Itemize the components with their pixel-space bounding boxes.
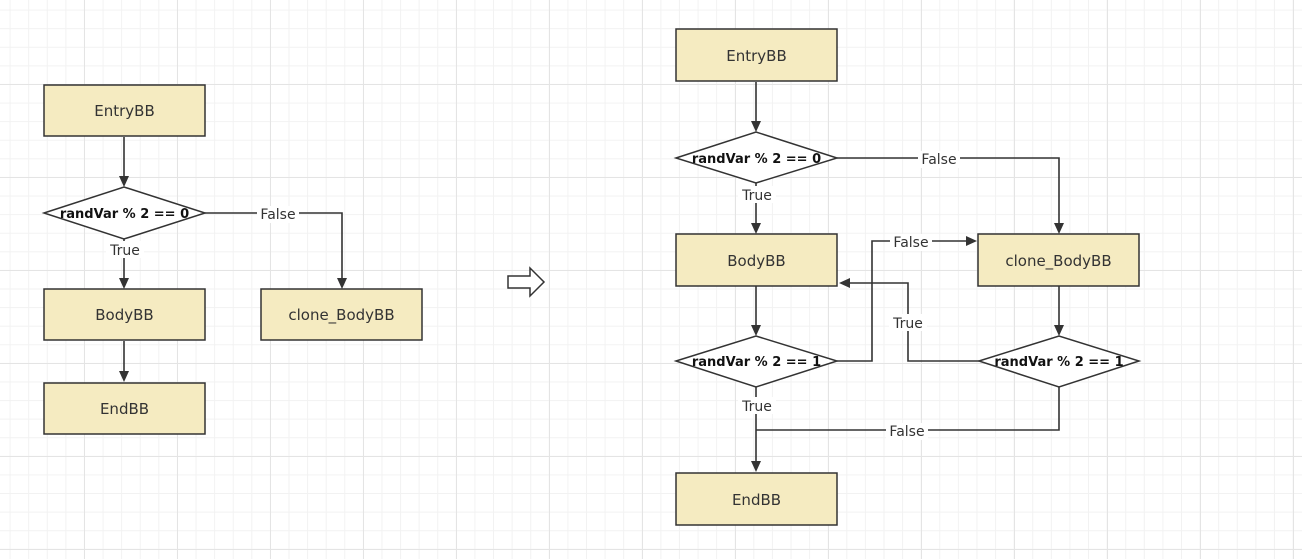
before-end-label: EndBB [100, 400, 149, 418]
after-clone-block[interactable]: clone_BodyBB [977, 233, 1140, 287]
after-cond1-left-true-label: True [741, 399, 772, 415]
after-cond0-true-label: True [741, 188, 772, 204]
after-edge-body-cond1-left [751, 286, 761, 336]
before-clone-label: clone_BodyBB [288, 306, 394, 325]
before-edge-cond-clone [205, 212, 347, 289]
after-condition1-left-label: randVar % 2 == 1 [692, 355, 821, 370]
after-clone-label: clone_BodyBB [1005, 252, 1111, 271]
after-cond1-right-true-label: True [892, 316, 923, 332]
after-cond1-right-false-label: False [889, 424, 924, 440]
after-edge-cond1-right-false-to-end [756, 387, 1060, 431]
before-diagram: EntryBB randVar % 2 == 0 BodyBB clone_Bo… [41, 84, 423, 435]
before-edge-body-end [119, 341, 129, 382]
after-edge-cond1-left-false-to-clone [837, 236, 977, 362]
after-cond1-left-false-label: False [893, 235, 928, 251]
before-body-label: BodyBB [95, 306, 153, 324]
before-condition-diamond[interactable]: randVar % 2 == 0 [41, 186, 208, 240]
before-entry-label: EntryBB [94, 102, 155, 120]
after-entry-block[interactable]: EntryBB [675, 28, 838, 82]
after-condition1-right-diamond[interactable]: randVar % 2 == 1 [976, 335, 1142, 388]
before-end-block[interactable]: EndBB [43, 382, 206, 435]
before-condition-label: randVar % 2 == 0 [60, 207, 189, 222]
before-body-block[interactable]: BodyBB [43, 288, 206, 341]
after-cond0-false-label: False [921, 152, 956, 168]
after-body-label: BodyBB [727, 252, 785, 270]
after-condition1-right-label: randVar % 2 == 1 [994, 355, 1123, 370]
before-clone-block[interactable]: clone_BodyBB [260, 288, 423, 341]
after-edge-clone-cond1-right [1054, 286, 1064, 336]
right-arrow-outline-icon [507, 266, 546, 298]
after-condition0-label: randVar % 2 == 0 [692, 152, 821, 167]
after-entry-label: EntryBB [726, 47, 787, 65]
after-edge-cond0-clone [837, 157, 1064, 234]
after-condition0-diamond[interactable]: randVar % 2 == 0 [673, 131, 840, 184]
before-true-label: True [109, 243, 140, 259]
before-false-label: False [260, 207, 295, 223]
after-diagram: EntryBB randVar % 2 == 0 BodyBB clone_Bo… [673, 28, 1142, 526]
before-edge-entry-cond [119, 137, 129, 187]
after-edge-entry-cond0 [751, 82, 761, 132]
before-entry-block[interactable]: EntryBB [43, 84, 206, 137]
after-condition1-left-diamond[interactable]: randVar % 2 == 1 [673, 335, 840, 388]
after-end-block[interactable]: EndBB [675, 472, 838, 526]
after-body-block[interactable]: BodyBB [675, 233, 838, 287]
after-end-label: EndBB [732, 491, 781, 509]
